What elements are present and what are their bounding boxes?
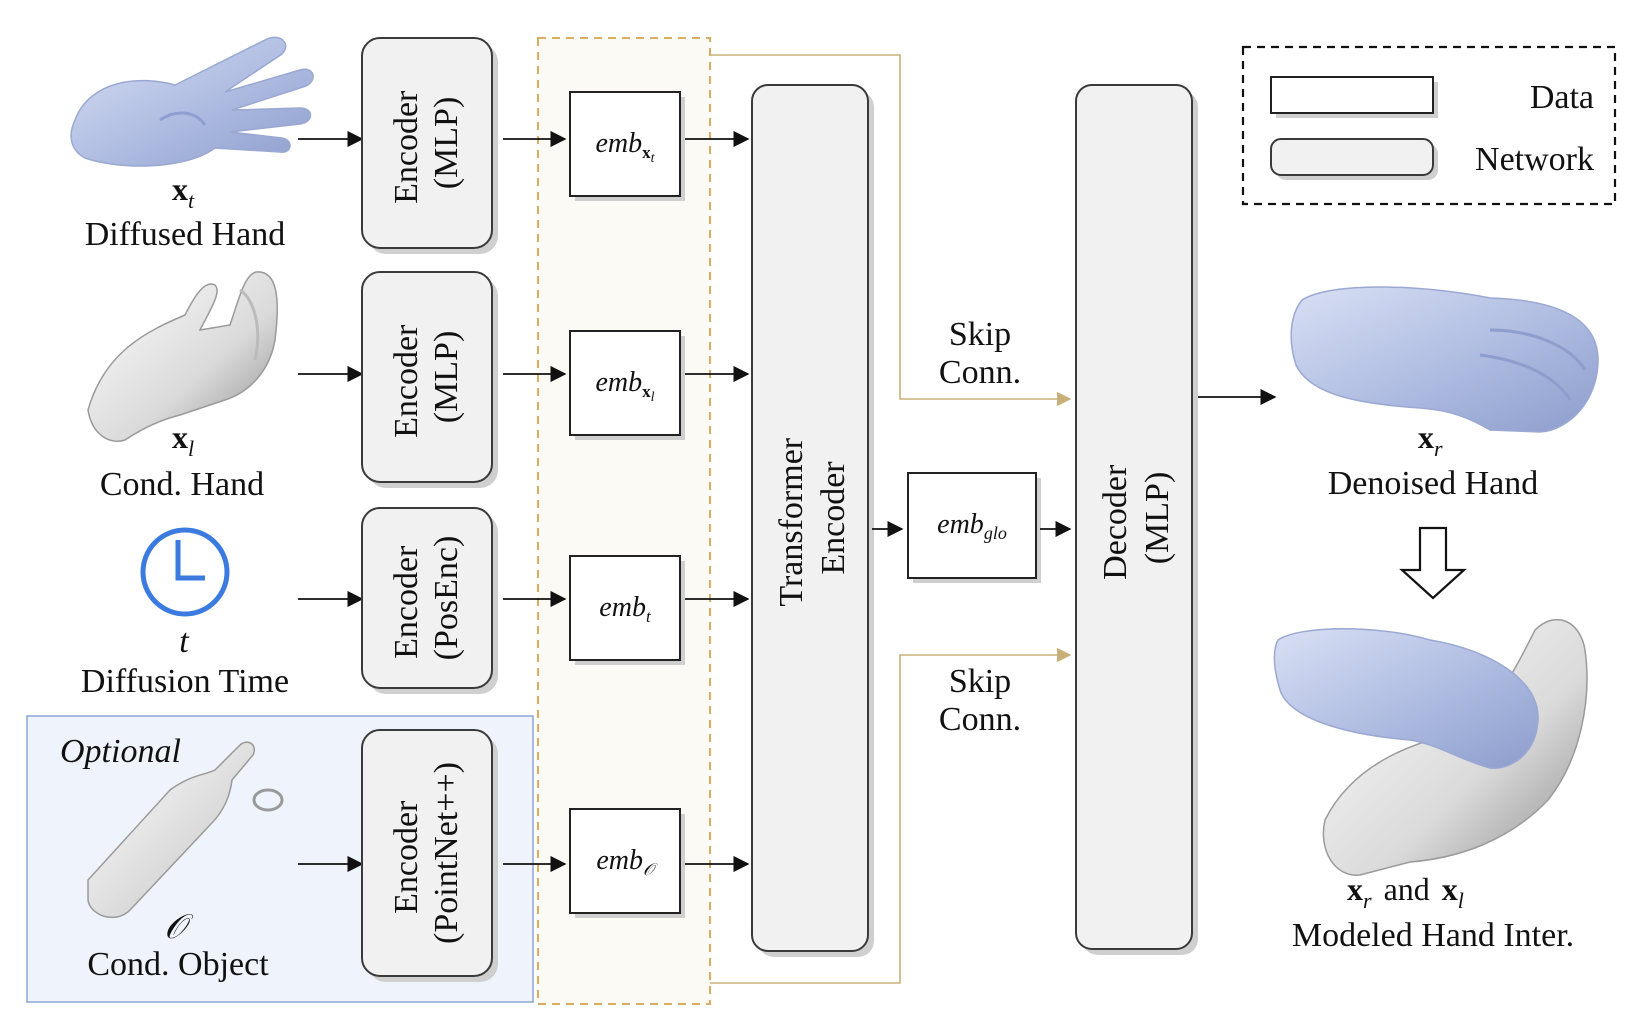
encoder-0: Encoder (MLP)	[361, 37, 498, 254]
svg-text:emb𝒪: emb𝒪	[596, 845, 658, 879]
skip-connection-top	[710, 54, 1072, 407]
svg-text:embxl: embxl	[595, 367, 654, 405]
svg-text:Diffused Hand: Diffused Hand	[85, 216, 286, 253]
denoised-hand-illustration	[1290, 286, 1599, 433]
svg-text:xl: xl	[172, 419, 194, 461]
modeled-interaction-illustration	[1273, 619, 1588, 876]
input-label-diffusion-time: t Diffusion Time	[81, 623, 289, 700]
legend-network-label: Network	[1475, 141, 1594, 178]
svg-text:xr: xr	[1418, 419, 1443, 461]
legend-network-swatch	[1270, 138, 1434, 176]
transformer-encoder: Transformer Encoder	[751, 84, 874, 957]
embedding-3: emb𝒪	[569, 808, 685, 918]
diffused-hand-illustration	[70, 36, 314, 167]
encoder-3: Encoder (PointNet++)	[361, 729, 498, 982]
svg-text:Cond. Object: Cond. Object	[87, 946, 269, 983]
embedding-global: embglo	[907, 472, 1041, 583]
cond-hand-illustration	[87, 271, 279, 442]
encoder-1: Encoder (MLP)	[361, 271, 498, 488]
svg-text:Encoder (PointNet++): Encoder (PointNet++)	[388, 762, 465, 944]
input-label-cond-object: 𝒪 Cond. Object	[87, 909, 269, 983]
svg-text:embglo: embglo	[937, 509, 1007, 543]
svg-text:Modeled Hand Inter.: Modeled Hand Inter.	[1292, 917, 1574, 954]
svg-text:embt: embt	[599, 592, 652, 626]
encoder-2: Encoder (PosEnc)	[361, 507, 498, 694]
clock-icon	[140, 527, 230, 617]
embedding-2: embt	[569, 555, 685, 665]
svg-text:Decoder (MLP): Decoder (MLP)	[1097, 456, 1176, 580]
svg-text:Diffusion Time: Diffusion Time	[81, 663, 289, 700]
legend: Data Network	[1241, 45, 1617, 206]
skip-connection-bottom	[710, 647, 1072, 984]
optional-label: Optional	[60, 733, 181, 770]
svg-text:Conn.: Conn.	[939, 354, 1021, 391]
down-arrow-icon	[1399, 526, 1467, 600]
svg-text:Denoised Hand: Denoised Hand	[1328, 465, 1539, 502]
svg-text:t: t	[179, 623, 190, 660]
bottle-object-illustration	[87, 741, 284, 919]
decoder: Decoder (MLP)	[1075, 84, 1198, 955]
legend-data-swatch	[1270, 76, 1434, 114]
input-label-cond-hand: xl Cond. Hand	[100, 419, 264, 503]
svg-text:xt: xt	[172, 171, 195, 213]
svg-text:Conn.: Conn.	[939, 701, 1021, 738]
skip-label-top: Skip Conn.	[939, 316, 1021, 391]
skip-label-bottom: Skip Conn.	[939, 663, 1021, 738]
svg-text:Skip: Skip	[949, 316, 1011, 353]
svg-text:Transformer Encoder: Transformer Encoder	[773, 429, 852, 606]
svg-text:Encoder (PosEnc): Encoder (PosEnc)	[388, 536, 465, 661]
svg-text:embxt: embxt	[595, 128, 655, 166]
svg-text:Encoder (MLP): Encoder (MLP)	[388, 316, 465, 438]
svg-text:Cond. Hand: Cond. Hand	[100, 466, 264, 503]
svg-text:Encoder (MLP): Encoder (MLP)	[388, 82, 465, 204]
svg-text:Skip: Skip	[949, 663, 1011, 700]
input-label-diffused-hand: xt Diffused Hand	[85, 171, 286, 253]
output-label-denoised: xr Denoised Hand	[1328, 419, 1539, 502]
legend-data-label: Data	[1530, 79, 1594, 116]
embedding-0: embxt	[569, 91, 685, 201]
embedding-1: embxl	[569, 330, 685, 440]
